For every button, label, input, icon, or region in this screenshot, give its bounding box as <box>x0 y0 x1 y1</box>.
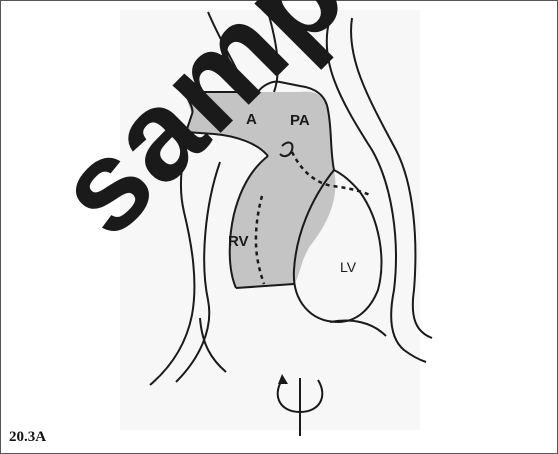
label-pa: PA <box>290 112 310 129</box>
label-lv: LV <box>340 259 357 275</box>
label-rv: RV <box>228 233 249 250</box>
label-ao: A <box>246 111 257 128</box>
figure-label: 20.3A <box>7 428 50 446</box>
